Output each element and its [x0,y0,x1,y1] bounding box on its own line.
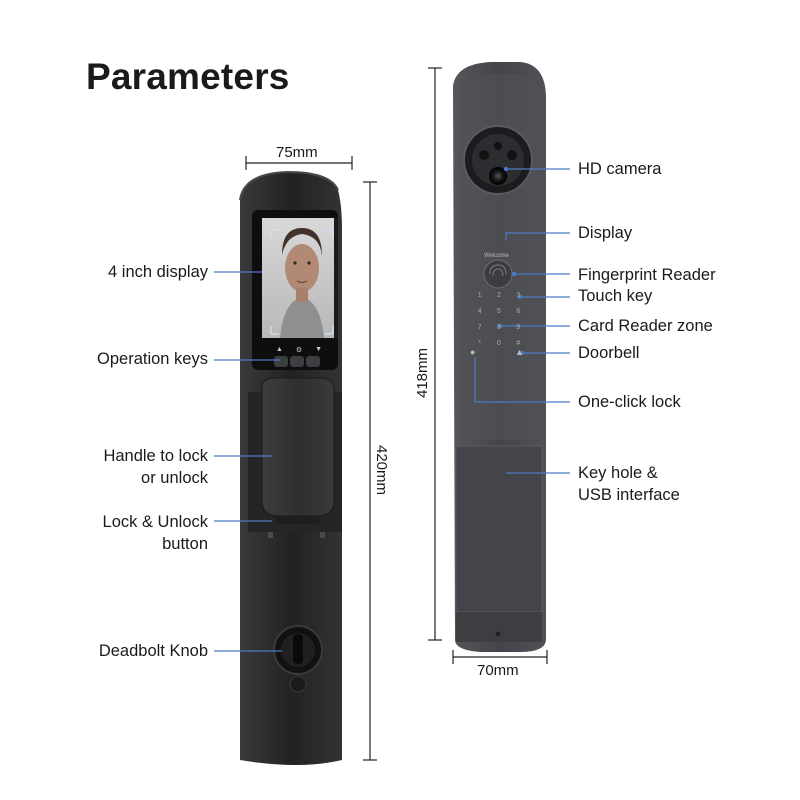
keypad-key: 2 [497,292,501,299]
label-one-click-lock: One-click lock [578,393,681,411]
front-width-dim: 75mm [276,144,318,161]
operation-key-1 [274,356,288,367]
keypad-key: 0 [497,340,501,347]
back-width-dim: 70mm [477,662,519,679]
front-height-dim: 420mm [373,445,390,496]
front-callout-lines [214,271,282,652]
back-callout-lines [474,168,570,474]
label-keyhole-line2: USB interface [578,486,680,504]
label-display: Display [578,224,633,242]
label-touch-key: Touch key [578,287,653,305]
label-handle-line2: or unlock [141,469,208,487]
keypad-key: 9 [516,324,521,331]
keypad-key: * [478,340,482,347]
keypad-key: 8 [497,324,501,331]
gear-icon: ⚙ [295,347,303,354]
back-screen-text: Welcome [484,253,509,259]
label-keyhole: Key hole & USB interface [578,462,680,506]
page-title: Parameters [86,56,290,97]
label-lock-line2: button [162,535,208,553]
label-hd-camera: HD camera [578,160,662,178]
lock-unlock-button [275,516,319,524]
label-lock-line1: Lock & Unlock [102,513,208,531]
keypad-key: 6 [516,308,521,315]
label-4-inch-display: 4 inch display [108,263,208,281]
back-lower-panel [455,445,543,613]
label-fingerprint: Fingerprint Reader [578,266,716,284]
front-handle [261,377,335,517]
label-keyhole-line1: Key hole & [578,464,658,482]
face-image [280,228,324,338]
one-click-lock-icon: ● [470,347,476,357]
keypad-key: 3 [516,292,521,299]
label-deadbolt: Deadbolt Knob [98,642,208,660]
fingerprint-reader [483,259,513,289]
label-lock-unlock: Lock & Unlock button [103,511,208,555]
down-arrow-icon: ▼ [315,346,322,353]
operation-key-3 [306,356,320,367]
operation-key-2 [290,356,304,367]
label-card-reader: Card Reader zone [578,317,713,335]
doorbell-icon: ▲ [515,347,524,357]
label-handle-line1: Handle to lock [103,447,208,465]
dimension-lines [245,67,548,761]
up-arrow-icon: ▲ [276,346,283,353]
label-handle: Handle to lock or unlock [103,445,208,489]
label-doorbell: Doorbell [578,344,640,362]
keypad: 1 2 3 4 5 6 7 8 9 * 0 # [470,292,528,347]
keypad-key: 4 [477,308,482,315]
keypad-key: 5 [497,308,501,315]
keypad-key: 1 [477,292,482,299]
back-height-dim: 418mm [414,347,431,398]
keypad-key: 7 [477,324,482,331]
label-operation-keys: Operation keys [97,350,208,368]
keypad-key: # [516,340,521,347]
